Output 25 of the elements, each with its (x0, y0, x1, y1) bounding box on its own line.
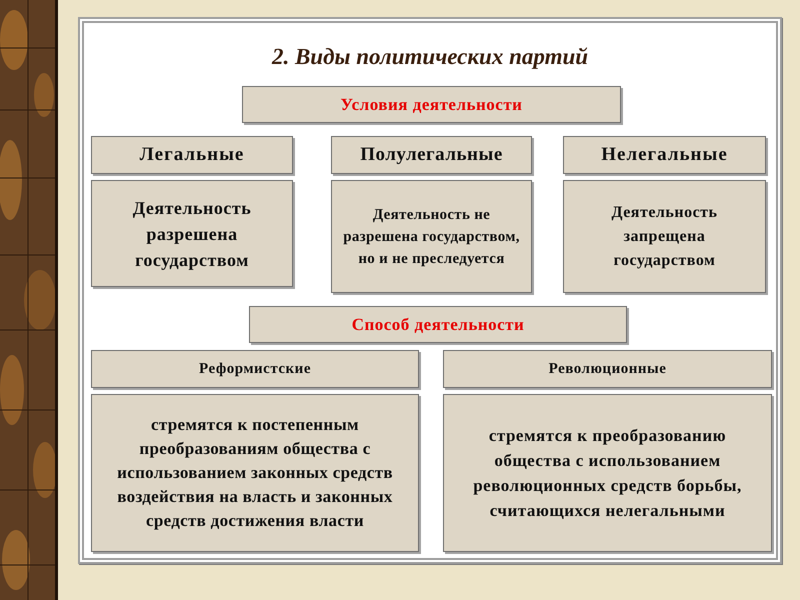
section-heading-box (249, 306, 627, 343)
description-box (331, 180, 532, 293)
category-box (91, 350, 419, 388)
description-box (443, 394, 772, 552)
description-text: стремятся к преобразованию общества с использованием революционных средств борьбы, считающихся нелегальными (472, 425, 743, 522)
category-label: Революционные (548, 360, 666, 379)
description-text: Деятельность запрещена государством (610, 202, 718, 270)
category-label: Нелегальные (601, 142, 728, 167)
description-text: стремятся к постепенным преобразованиям общества с использованием законных средств воздействия на власть и законных средств достижения власти (116, 414, 394, 532)
description-box (91, 180, 293, 287)
description-box (563, 180, 766, 293)
section-heading: Условия деятельности (340, 94, 522, 116)
category-box (443, 350, 772, 388)
category-label: Реформистские (199, 360, 311, 379)
description-text: Деятельность разрешена государством (132, 196, 252, 272)
description-box (91, 394, 419, 552)
description-text: Деятельность не разрешена государством, но и не преследуется (342, 206, 521, 268)
section-heading: Способ деятельности (352, 314, 524, 336)
section-heading-box (242, 86, 621, 123)
category-box (91, 136, 293, 174)
category-box (563, 136, 766, 174)
category-label: Полулегальные (360, 142, 503, 167)
category-box (331, 136, 532, 174)
slide-title: 2. Виды политических партий (272, 43, 588, 71)
category-label: Легальные (140, 142, 244, 167)
